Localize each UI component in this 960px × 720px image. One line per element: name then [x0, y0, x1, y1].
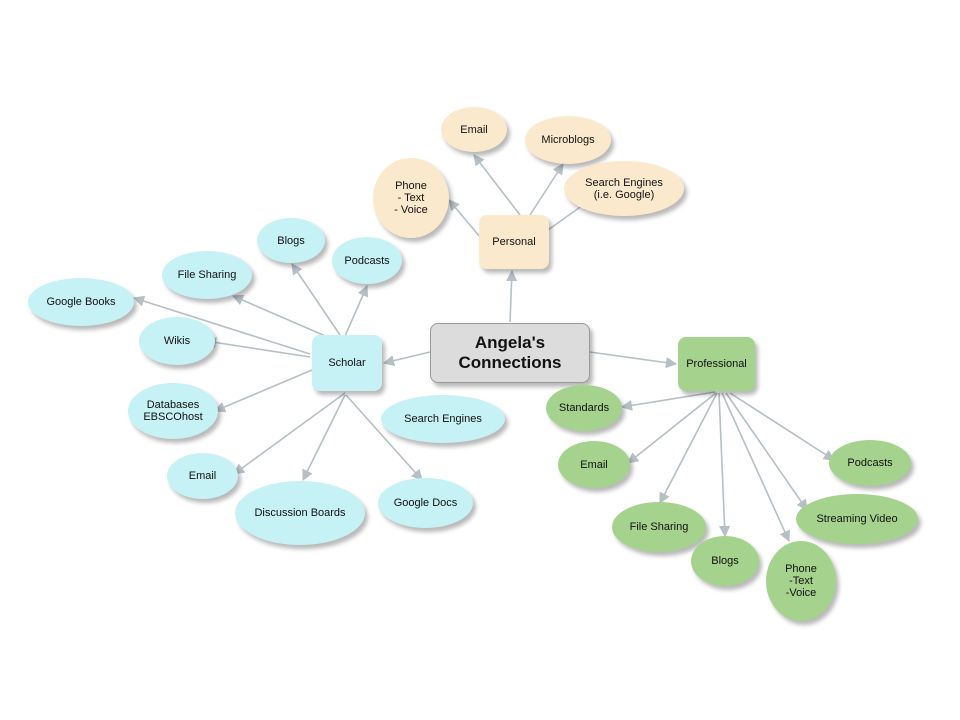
connector-arrow	[213, 369, 313, 413]
prof-phone-node: Phone -Text -Voice	[766, 541, 836, 621]
scholar-file-sharing-node: File Sharing	[162, 251, 252, 299]
prof-podcasts-node: Podcasts	[829, 440, 911, 486]
personal-email-node: Email	[441, 107, 507, 152]
connector-arrow	[291, 263, 341, 336]
connector-arrow	[725, 392, 808, 511]
connector-arrow	[345, 394, 423, 481]
scholar-search-engines-node: Search Engines	[381, 395, 505, 443]
connector-arrow	[589, 351, 678, 369]
connector-arrow	[729, 392, 835, 461]
scholar-databases-node: Databases EBSCOhost	[128, 383, 218, 439]
scholar-discussion-boards-node: Discussion Boards	[235, 481, 365, 545]
prof-standards-node: Standards	[546, 385, 622, 431]
connector-arrow	[620, 391, 716, 411]
personal-search-engines-node: Search Engines (i.e. Google)	[564, 161, 684, 216]
prof-file-sharing-node: File Sharing	[612, 502, 706, 552]
connector-arrow	[627, 392, 717, 464]
connector-arrow	[382, 351, 431, 367]
scholar-google-books-node: Google Books	[28, 278, 134, 326]
connector-arrow	[718, 392, 731, 538]
professional-node: Professional	[678, 337, 755, 391]
scholar-node: Scholar	[312, 335, 382, 391]
connector-arrow	[529, 163, 564, 216]
scholar-blogs-node: Blogs	[257, 218, 325, 263]
connector-arrow	[506, 269, 518, 323]
connector-arrow	[344, 284, 369, 337]
connector-arrow	[659, 392, 718, 504]
scholar-google-docs-node: Google Docs	[378, 478, 473, 528]
connector-arrow	[231, 294, 331, 339]
prof-blogs-node: Blogs	[691, 536, 759, 586]
connector-arrow	[448, 199, 481, 238]
scholar-email-node: Email	[167, 453, 238, 499]
personal-node: Personal	[479, 215, 549, 269]
connector-arrow	[473, 154, 521, 216]
connector-arrow	[302, 394, 346, 482]
personal-microblogs-node: Microblogs	[525, 116, 611, 164]
scholar-wikis-node: Wikis	[139, 317, 215, 365]
root-node: Angela's Connections	[430, 323, 590, 383]
personal-phone-node: Phone - Text - Voice	[373, 158, 449, 238]
connector-arrow	[233, 392, 346, 475]
prof-streaming-video-node: Streaming Video	[796, 494, 918, 544]
prof-email-node: Email	[558, 441, 630, 488]
connector-arrow	[721, 392, 790, 543]
connector-arrow	[204, 336, 311, 358]
connector-arrow	[132, 295, 311, 355]
scholar-podcasts-node: Podcasts	[332, 237, 402, 284]
